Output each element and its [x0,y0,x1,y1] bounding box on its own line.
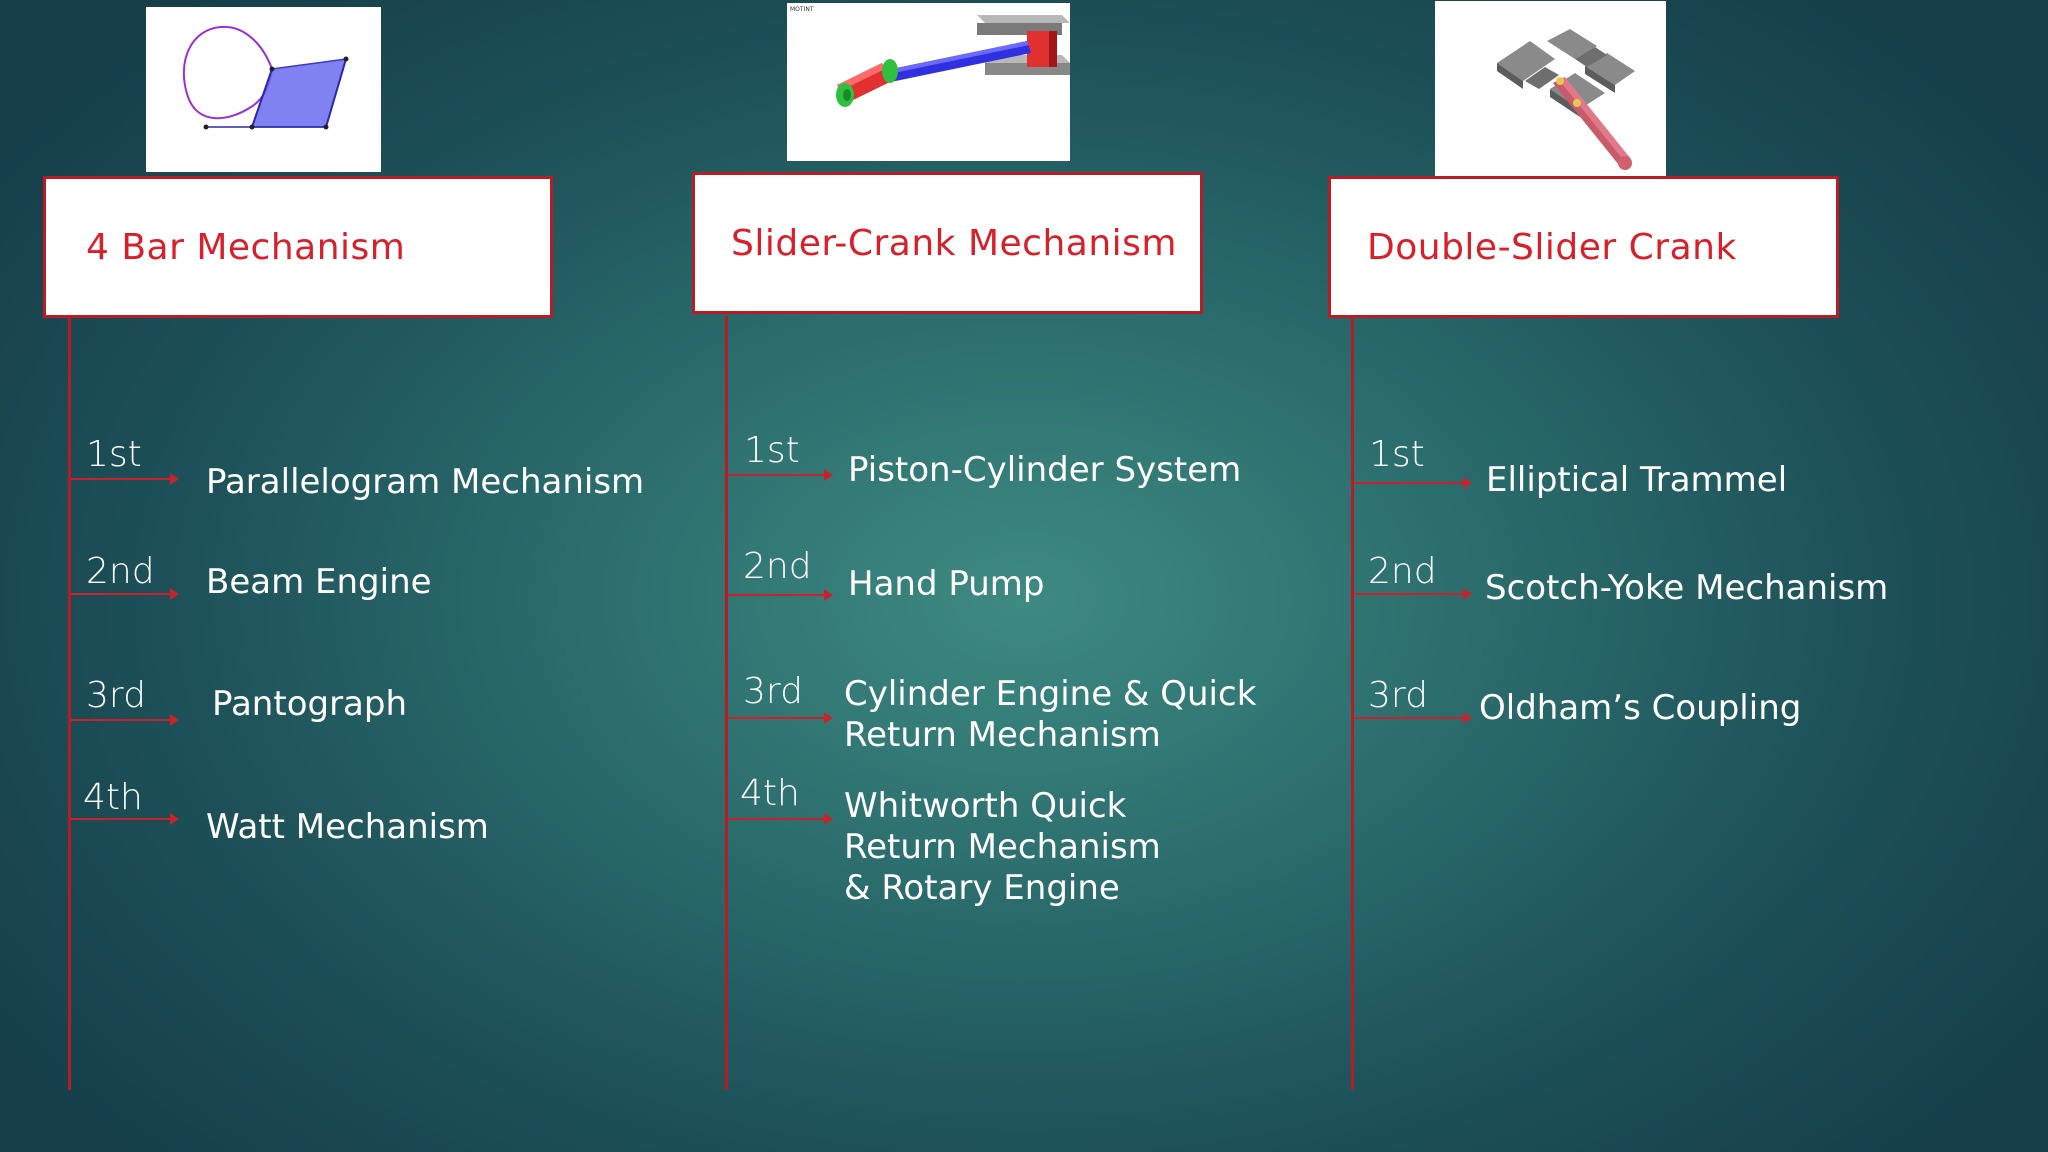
arrow-connector [1354,712,1472,724]
list-item: Hand Pump [848,564,1045,604]
column-title: 4 Bar Mechanism [86,226,406,268]
list-item: Parallelogram Mechanism [206,462,645,502]
arrow-connector [71,714,179,726]
ordinal-label: 3rd [743,671,803,712]
double-slider-crank-model-icon [1435,1,1666,176]
ordinal-label: 2nd [1368,551,1437,592]
slider-crank-model-icon: MOTINT [787,3,1070,161]
list-item: Cylinder Engine & Quick [844,674,1257,714]
ordinal-label: 4th [740,773,800,814]
list-item: Return Mechanism [844,827,1161,867]
list-item: Scotch-Yoke Mechanism [1485,568,1889,608]
list-item: Watt Mechanism [206,807,489,847]
column-title-box-double-slider: Double-Slider Crank [1328,176,1839,318]
ordinal-label: 1st [744,430,800,471]
ordinal-label: 3rd [1368,675,1428,716]
ordinal-label: 4th [83,777,143,818]
column-title: Slider-Crank Mechanism [731,222,1177,264]
list-item: Whitworth Quick [844,786,1127,826]
arrow-connector [728,813,833,825]
four-bar-linkage-icon [146,7,381,172]
column-title-box-slider-crank: Slider-Crank Mechanism [692,172,1203,314]
list-item: Oldham’s Coupling [1479,688,1802,728]
timeline-line [1351,316,1354,1090]
arrow-connector [728,589,833,601]
list-item: & Rotary Engine [844,868,1120,908]
arrow-connector [71,813,179,825]
list-item: Return Mechanism [844,715,1161,755]
ordinal-label: 3rd [86,675,146,716]
ordinal-label: 2nd [743,546,812,587]
arrow-connector [1354,477,1472,489]
ordinal-label: 2nd [86,551,155,592]
list-item: Pantograph [212,684,408,724]
list-item: Piston-Cylinder System [848,450,1242,490]
list-item: Elliptical Trammel [1486,460,1788,500]
arrow-connector [71,588,179,600]
column-title: Double-Slider Crank [1367,226,1737,268]
ordinal-label: 1st [1369,434,1425,475]
arrow-connector [1354,588,1472,600]
timeline-line [68,316,71,1090]
thumbnail-caption: MOTINT [790,6,814,13]
column-title-box-four-bar: 4 Bar Mechanism [43,176,553,318]
timeline-line [725,316,728,1090]
arrow-connector [71,473,179,485]
list-item: Beam Engine [206,562,432,602]
arrow-connector [728,469,833,481]
ordinal-label: 1st [86,434,142,475]
arrow-connector [728,712,833,724]
